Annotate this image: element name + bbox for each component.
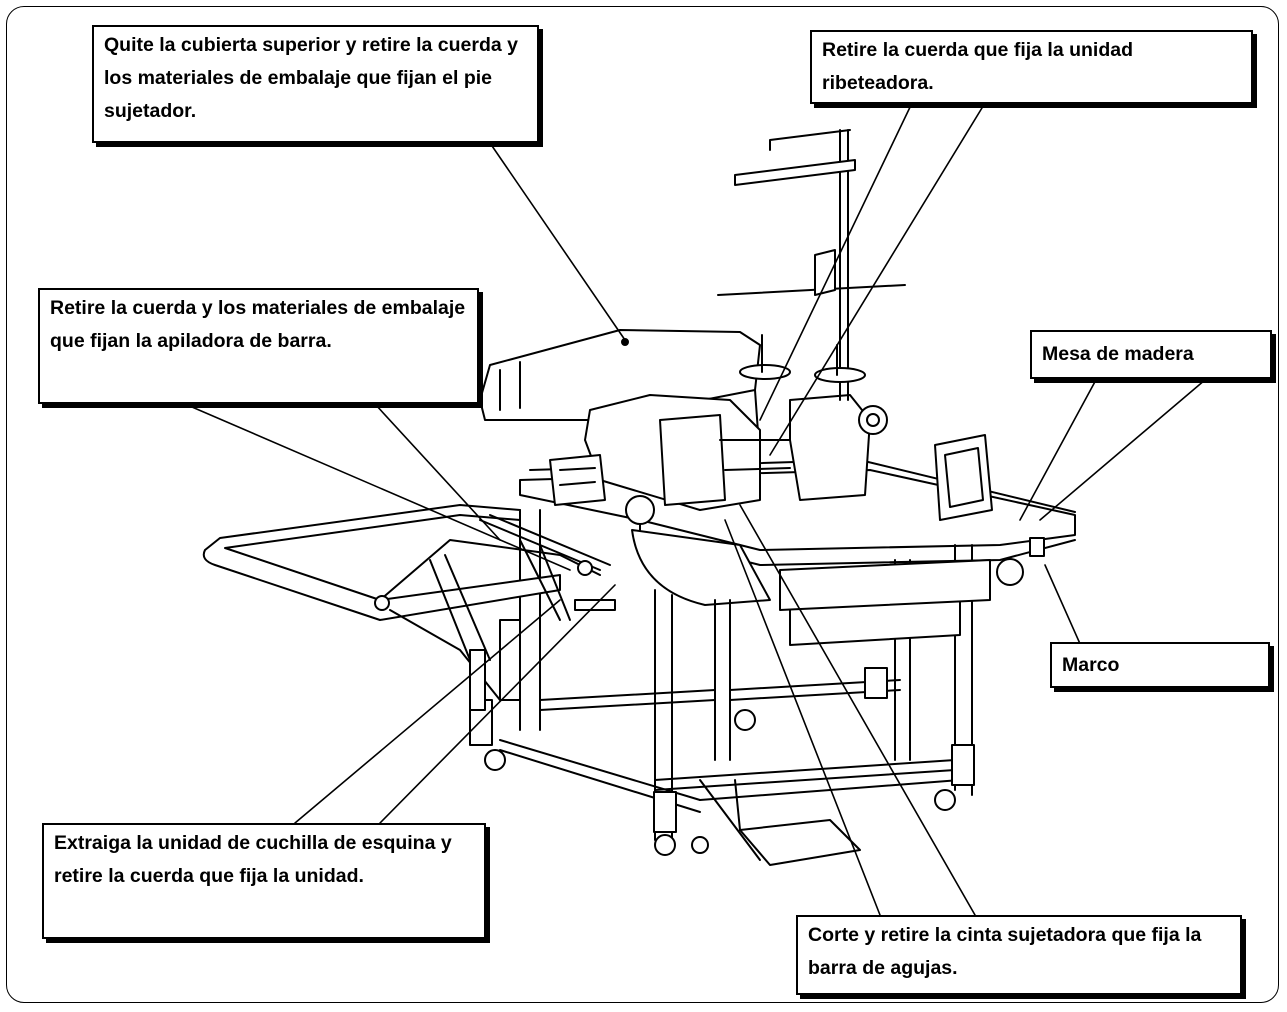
center-leg	[714, 599, 731, 761]
thread-stand	[839, 129, 849, 401]
casters	[484, 709, 956, 856]
leader-lines	[184, 102, 1213, 916]
callout-corner-knife: Extraiga la unidad de cuchilla de esquin…	[42, 823, 486, 939]
callout-bar-stacker: Retire la cuerda y los materiales de emb…	[38, 288, 479, 404]
diagram-frame	[6, 6, 1279, 1003]
callout-top-cover: Quite la cubierta superior y retire la c…	[92, 25, 539, 143]
lower-rail-front	[654, 759, 956, 791]
callout-wood-table: Mesa de madera	[1030, 330, 1272, 379]
bar-stacker-frame	[202, 504, 561, 621]
callout-frame: Marco	[1050, 642, 1270, 688]
callout-needle-bar: Corte y retire la cinta sujetadora que f…	[796, 915, 1242, 995]
foot-pedal	[739, 819, 861, 866]
operation-panel	[934, 434, 993, 521]
lower-rail-side	[539, 689, 716, 711]
callout-piping-unit: Retire la cuerda que fija la unidad ribe…	[810, 30, 1253, 104]
base-rail-right	[699, 779, 961, 801]
